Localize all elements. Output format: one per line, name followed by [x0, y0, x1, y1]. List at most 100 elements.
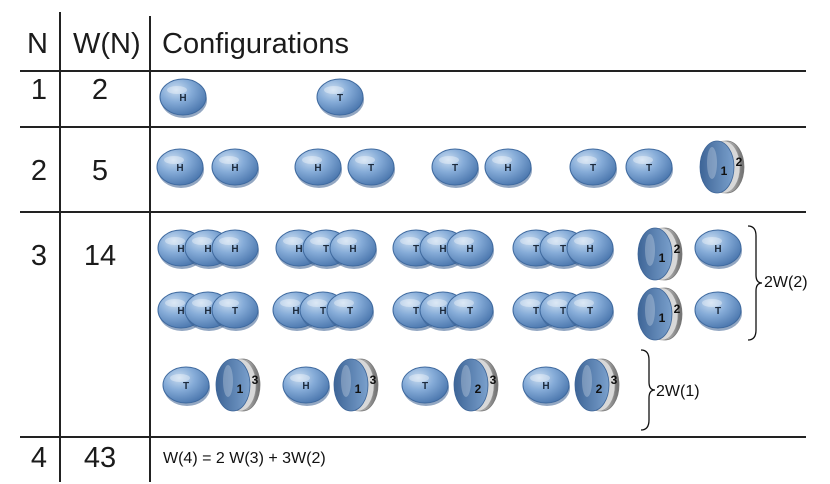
svg-text:H: H [349, 244, 356, 255]
svg-text:1: 1 [721, 164, 728, 178]
svg-text:H: H [466, 244, 473, 255]
svg-text:T: T [467, 306, 473, 317]
svg-text:H: H [302, 381, 309, 392]
row-1-n: 1 [30, 74, 48, 106]
row-2-n: 2 [30, 155, 48, 187]
row-2-coin-3: H [294, 148, 342, 188]
bracket-label-2w2: 2W(2) [764, 274, 808, 291]
row-3c-stack-13a: 13 [215, 358, 261, 412]
svg-text:T: T [560, 244, 566, 255]
row-4-w: 43 [83, 442, 117, 474]
svg-text:2: 2 [674, 302, 681, 316]
row-1-coin-t: T [316, 78, 364, 118]
svg-text:2: 2 [736, 155, 743, 169]
row-3b-ttt-coin-3: T [566, 291, 614, 331]
header-n: N [27, 28, 48, 60]
svg-text:T: T [533, 244, 539, 255]
row-3a-stack-12: 12 [637, 227, 683, 281]
svg-text:T: T [232, 306, 238, 317]
row-divider-1 [20, 70, 806, 72]
row-3b-stack-12: 12 [637, 287, 683, 341]
column-divider-1 [59, 12, 61, 482]
brace-2w2 [747, 225, 763, 341]
svg-text:T: T [587, 306, 593, 317]
row-3c-coin-t2: T [401, 366, 449, 406]
row-1-w: 2 [91, 74, 109, 106]
row-3a-thh-coin-3: H [446, 229, 494, 269]
svg-text:H: H [586, 244, 593, 255]
svg-text:H: H [231, 163, 238, 174]
svg-text:2: 2 [674, 242, 681, 256]
svg-text:T: T [560, 306, 566, 317]
row-2-coin-8: T [625, 148, 673, 188]
row-3c-stack-13b: 13 [333, 358, 379, 412]
svg-text:H: H [177, 306, 184, 317]
recurrence-formula: W(4) = 2 W(3) + 3W(2) [163, 450, 326, 467]
svg-text:T: T [183, 381, 189, 392]
svg-text:H: H [504, 163, 511, 174]
row-3c-coin-t1: T [162, 366, 210, 406]
svg-text:1: 1 [659, 251, 666, 265]
svg-text:1: 1 [237, 382, 244, 396]
svg-text:H: H [292, 306, 299, 317]
svg-text:H: H [314, 163, 321, 174]
row-3a-hth-coin-3: H [329, 229, 377, 269]
svg-text:T: T [368, 163, 374, 174]
svg-text:3: 3 [252, 373, 259, 387]
svg-text:T: T [323, 244, 329, 255]
row-3-n: 3 [30, 240, 48, 272]
svg-text:T: T [347, 306, 353, 317]
row-3b-hht-coin-3: T [211, 291, 259, 331]
row-4-n: 4 [30, 442, 48, 474]
row-2-coin-5: T [431, 148, 479, 188]
row-2-coin-4: T [347, 148, 395, 188]
row-3c-stack-23a: 23 [453, 358, 499, 412]
row-3a-coin-h: H [694, 229, 742, 269]
svg-text:T: T [715, 306, 721, 317]
column-divider-2 [149, 16, 151, 482]
svg-text:H: H [439, 244, 446, 255]
row-3-w: 14 [83, 240, 117, 272]
svg-text:1: 1 [355, 382, 362, 396]
row-2-coin-2: H [211, 148, 259, 188]
svg-text:2: 2 [475, 382, 482, 396]
svg-text:2: 2 [596, 382, 603, 396]
row-3b-tht-coin-3: T [446, 291, 494, 331]
row-2-w: 5 [91, 155, 109, 187]
row-3c-coin-h2: H [522, 366, 570, 406]
row-3a-hhh-coin-3: H [211, 229, 259, 269]
svg-text:3: 3 [490, 373, 497, 387]
svg-text:T: T [590, 163, 596, 174]
svg-text:T: T [452, 163, 458, 174]
row-3c-coin-h1: H [282, 366, 330, 406]
svg-text:T: T [422, 381, 428, 392]
header-configurations: Configurations [162, 28, 349, 60]
row-3a-tth-coin-3: H [566, 229, 614, 269]
svg-text:H: H [204, 306, 211, 317]
row-divider-4 [20, 436, 806, 438]
svg-text:H: H [204, 244, 211, 255]
svg-text:3: 3 [611, 373, 618, 387]
svg-text:H: H [714, 244, 721, 255]
row-3b-coin-t: T [694, 291, 742, 331]
svg-text:H: H [177, 244, 184, 255]
row-divider-3 [20, 211, 806, 213]
svg-text:H: H [295, 244, 302, 255]
row-2-coin-6: H [484, 148, 532, 188]
row-1-coin-h: H [159, 78, 207, 118]
row-3c-stack-23b: 23 [574, 358, 620, 412]
bracket-label-2w1: 2W(1) [656, 383, 700, 400]
svg-text:T: T [320, 306, 326, 317]
row-divider-2 [20, 126, 806, 128]
row-2-coin-1: H [156, 148, 204, 188]
svg-text:T: T [533, 306, 539, 317]
